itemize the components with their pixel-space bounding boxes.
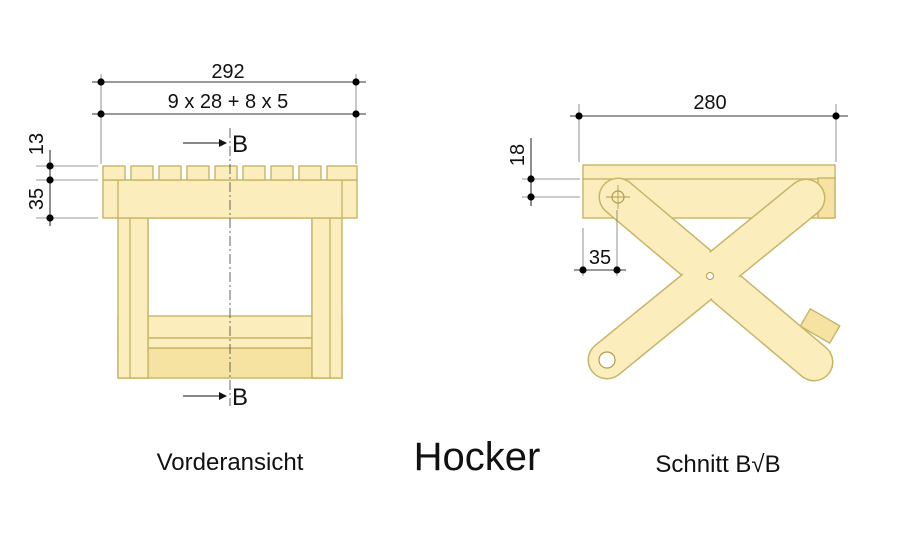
dim-total-width: 292 bbox=[211, 61, 244, 83]
section-stop-block bbox=[799, 307, 841, 345]
front-height-dimensions: 13 35 bbox=[26, 133, 98, 226]
pivot-center bbox=[706, 272, 714, 280]
slat bbox=[158, 165, 182, 181]
slat bbox=[242, 165, 266, 181]
dim-pivot-offset: 35 bbox=[589, 247, 611, 269]
front-seat-slats bbox=[102, 165, 358, 181]
slat bbox=[214, 165, 238, 181]
dim-seat-height: 18 bbox=[507, 144, 529, 166]
section-marker-top: B bbox=[232, 131, 248, 158]
drawing-title: Hocker bbox=[414, 435, 541, 479]
front-view-label: Vorderansicht bbox=[157, 449, 304, 476]
slat bbox=[326, 165, 358, 181]
pivot-bottom-left bbox=[598, 351, 616, 369]
section-offset-dimension: 35 bbox=[574, 210, 626, 276]
slat bbox=[298, 165, 322, 181]
slat bbox=[270, 165, 294, 181]
dim-slat-height: 13 bbox=[26, 133, 48, 155]
front-left-leg-inner bbox=[129, 197, 149, 379]
section-view: 280 18 35 Schnitt B√B bbox=[507, 92, 848, 478]
slat bbox=[130, 165, 154, 181]
dim-width-formula: 9 x 28 + 8 x 5 bbox=[168, 91, 289, 113]
section-marker-bottom: B bbox=[232, 384, 248, 411]
section-height-dimension: 18 bbox=[507, 138, 580, 206]
front-width-dimensions: 292 9 x 28 + 8 x 5 bbox=[92, 61, 366, 164]
front-right-leg-inner bbox=[311, 197, 331, 379]
section-seat-top bbox=[582, 164, 836, 180]
slat bbox=[102, 165, 126, 181]
slat bbox=[186, 165, 210, 181]
section-view-label: Schnitt B√B bbox=[655, 451, 780, 478]
section-width-dimension: 280 bbox=[570, 92, 848, 162]
dim-frame-height: 35 bbox=[26, 188, 48, 210]
front-view: B B 292 9 x 28 + 8 x 5 13 35 bbox=[26, 61, 366, 476]
dim-section-width: 280 bbox=[693, 92, 726, 114]
